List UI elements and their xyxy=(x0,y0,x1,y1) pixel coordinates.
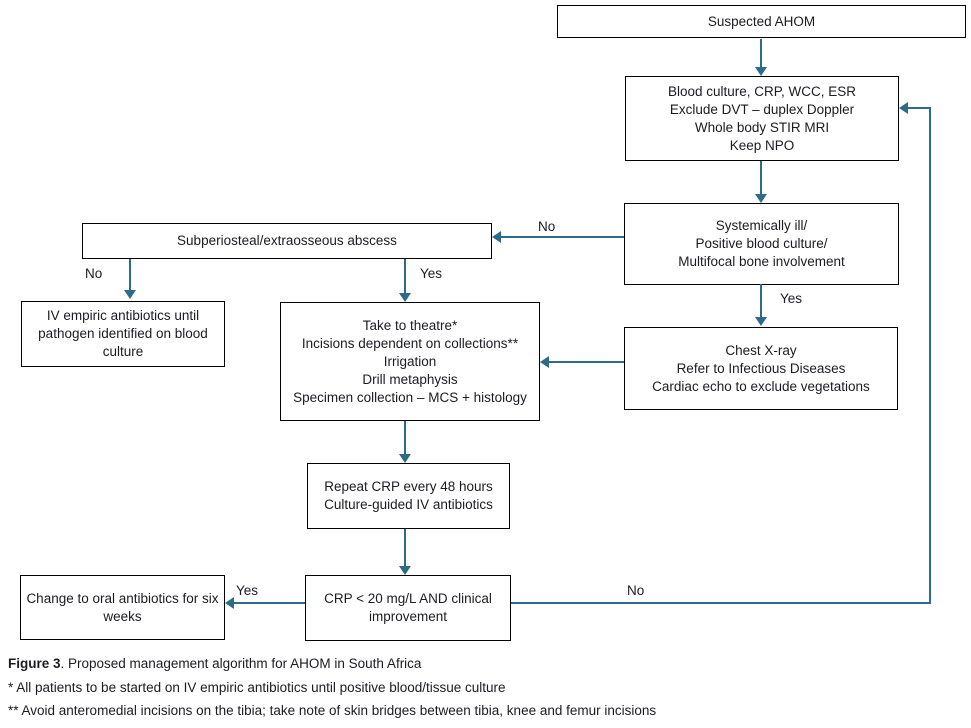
edge-label-no: No xyxy=(85,266,103,281)
node-oral-antibiotics: Change to oral antibiotics for six weeks xyxy=(20,575,225,640)
connector-crpcheck-feedback-vertical xyxy=(929,108,931,604)
edge-label-no: No xyxy=(627,583,645,598)
connector-systemic-to-abscess xyxy=(501,236,624,238)
connector-abscess-to-theatre xyxy=(404,259,406,293)
node-repeat-crp: Repeat CRP every 48 hours Culture-guided… xyxy=(307,463,510,529)
edge-label-yes: Yes xyxy=(420,266,443,281)
arrowhead-down-icon xyxy=(399,293,411,302)
node-initial-workup: Blood culture, CRP, WCC, ESR Exclude DVT… xyxy=(625,76,899,161)
connector-workup-to-systemic xyxy=(760,161,762,194)
footnote-double-asterisk: ** Avoid anteromedial incisions on the t… xyxy=(8,703,657,718)
node-take-to-theatre: Take to theatre* Incisions dependent on … xyxy=(280,302,540,421)
connector-crpcheck-to-oral xyxy=(234,602,305,604)
edge-label-no: No xyxy=(538,219,556,234)
arrowhead-down-icon xyxy=(399,454,411,463)
arrowhead-left-icon xyxy=(540,356,549,368)
arrowhead-left-icon xyxy=(225,597,234,609)
connector-suspected-to-workup xyxy=(760,39,762,67)
edge-label-yes: Yes xyxy=(236,583,259,598)
arrowhead-down-icon xyxy=(124,290,136,299)
connector-crpcheck-feedback-top xyxy=(908,107,931,109)
arrowhead-down-icon xyxy=(399,566,411,575)
node-subperiosteal-abscess: Subperiosteal/extraosseous abscess xyxy=(82,223,492,259)
figure-caption-number: Figure 3 xyxy=(8,656,61,671)
footnote-single-asterisk: * All patients to be started on IV empir… xyxy=(8,680,506,695)
connector-crpcheck-feedback-bottom xyxy=(511,602,931,604)
node-systemically-ill: Systemically ill/ Positive blood culture… xyxy=(624,203,899,285)
figure-caption: Figure 3. Proposed management algorithm … xyxy=(8,655,421,672)
node-crp-improvement-check: CRP < 20 mg/L AND clinical improvement xyxy=(305,575,511,641)
connector-chest-to-theatre xyxy=(549,361,624,363)
node-iv-empiric-antibiotics: IV empiric antibiotics until pathogen id… xyxy=(21,301,225,367)
connector-systemic-to-chest xyxy=(760,284,762,317)
edge-label-yes: Yes xyxy=(780,291,803,306)
arrowhead-left-icon xyxy=(899,102,908,114)
connector-repeatcrp-to-crpcheck xyxy=(404,529,406,566)
node-chest-xray: Chest X-ray Refer to Infectious Diseases… xyxy=(624,327,898,410)
arrowhead-down-icon xyxy=(755,67,767,76)
connector-theatre-to-repeatcrp xyxy=(404,421,406,454)
node-suspected-ahom: Suspected AHOM xyxy=(557,5,966,38)
figure-caption-text: . Proposed management algorithm for AHOM… xyxy=(60,656,422,671)
arrowhead-down-icon xyxy=(755,194,767,203)
arrowhead-left-icon xyxy=(492,231,501,243)
arrowhead-down-icon xyxy=(755,317,767,326)
connector-abscess-to-iv xyxy=(129,259,131,290)
